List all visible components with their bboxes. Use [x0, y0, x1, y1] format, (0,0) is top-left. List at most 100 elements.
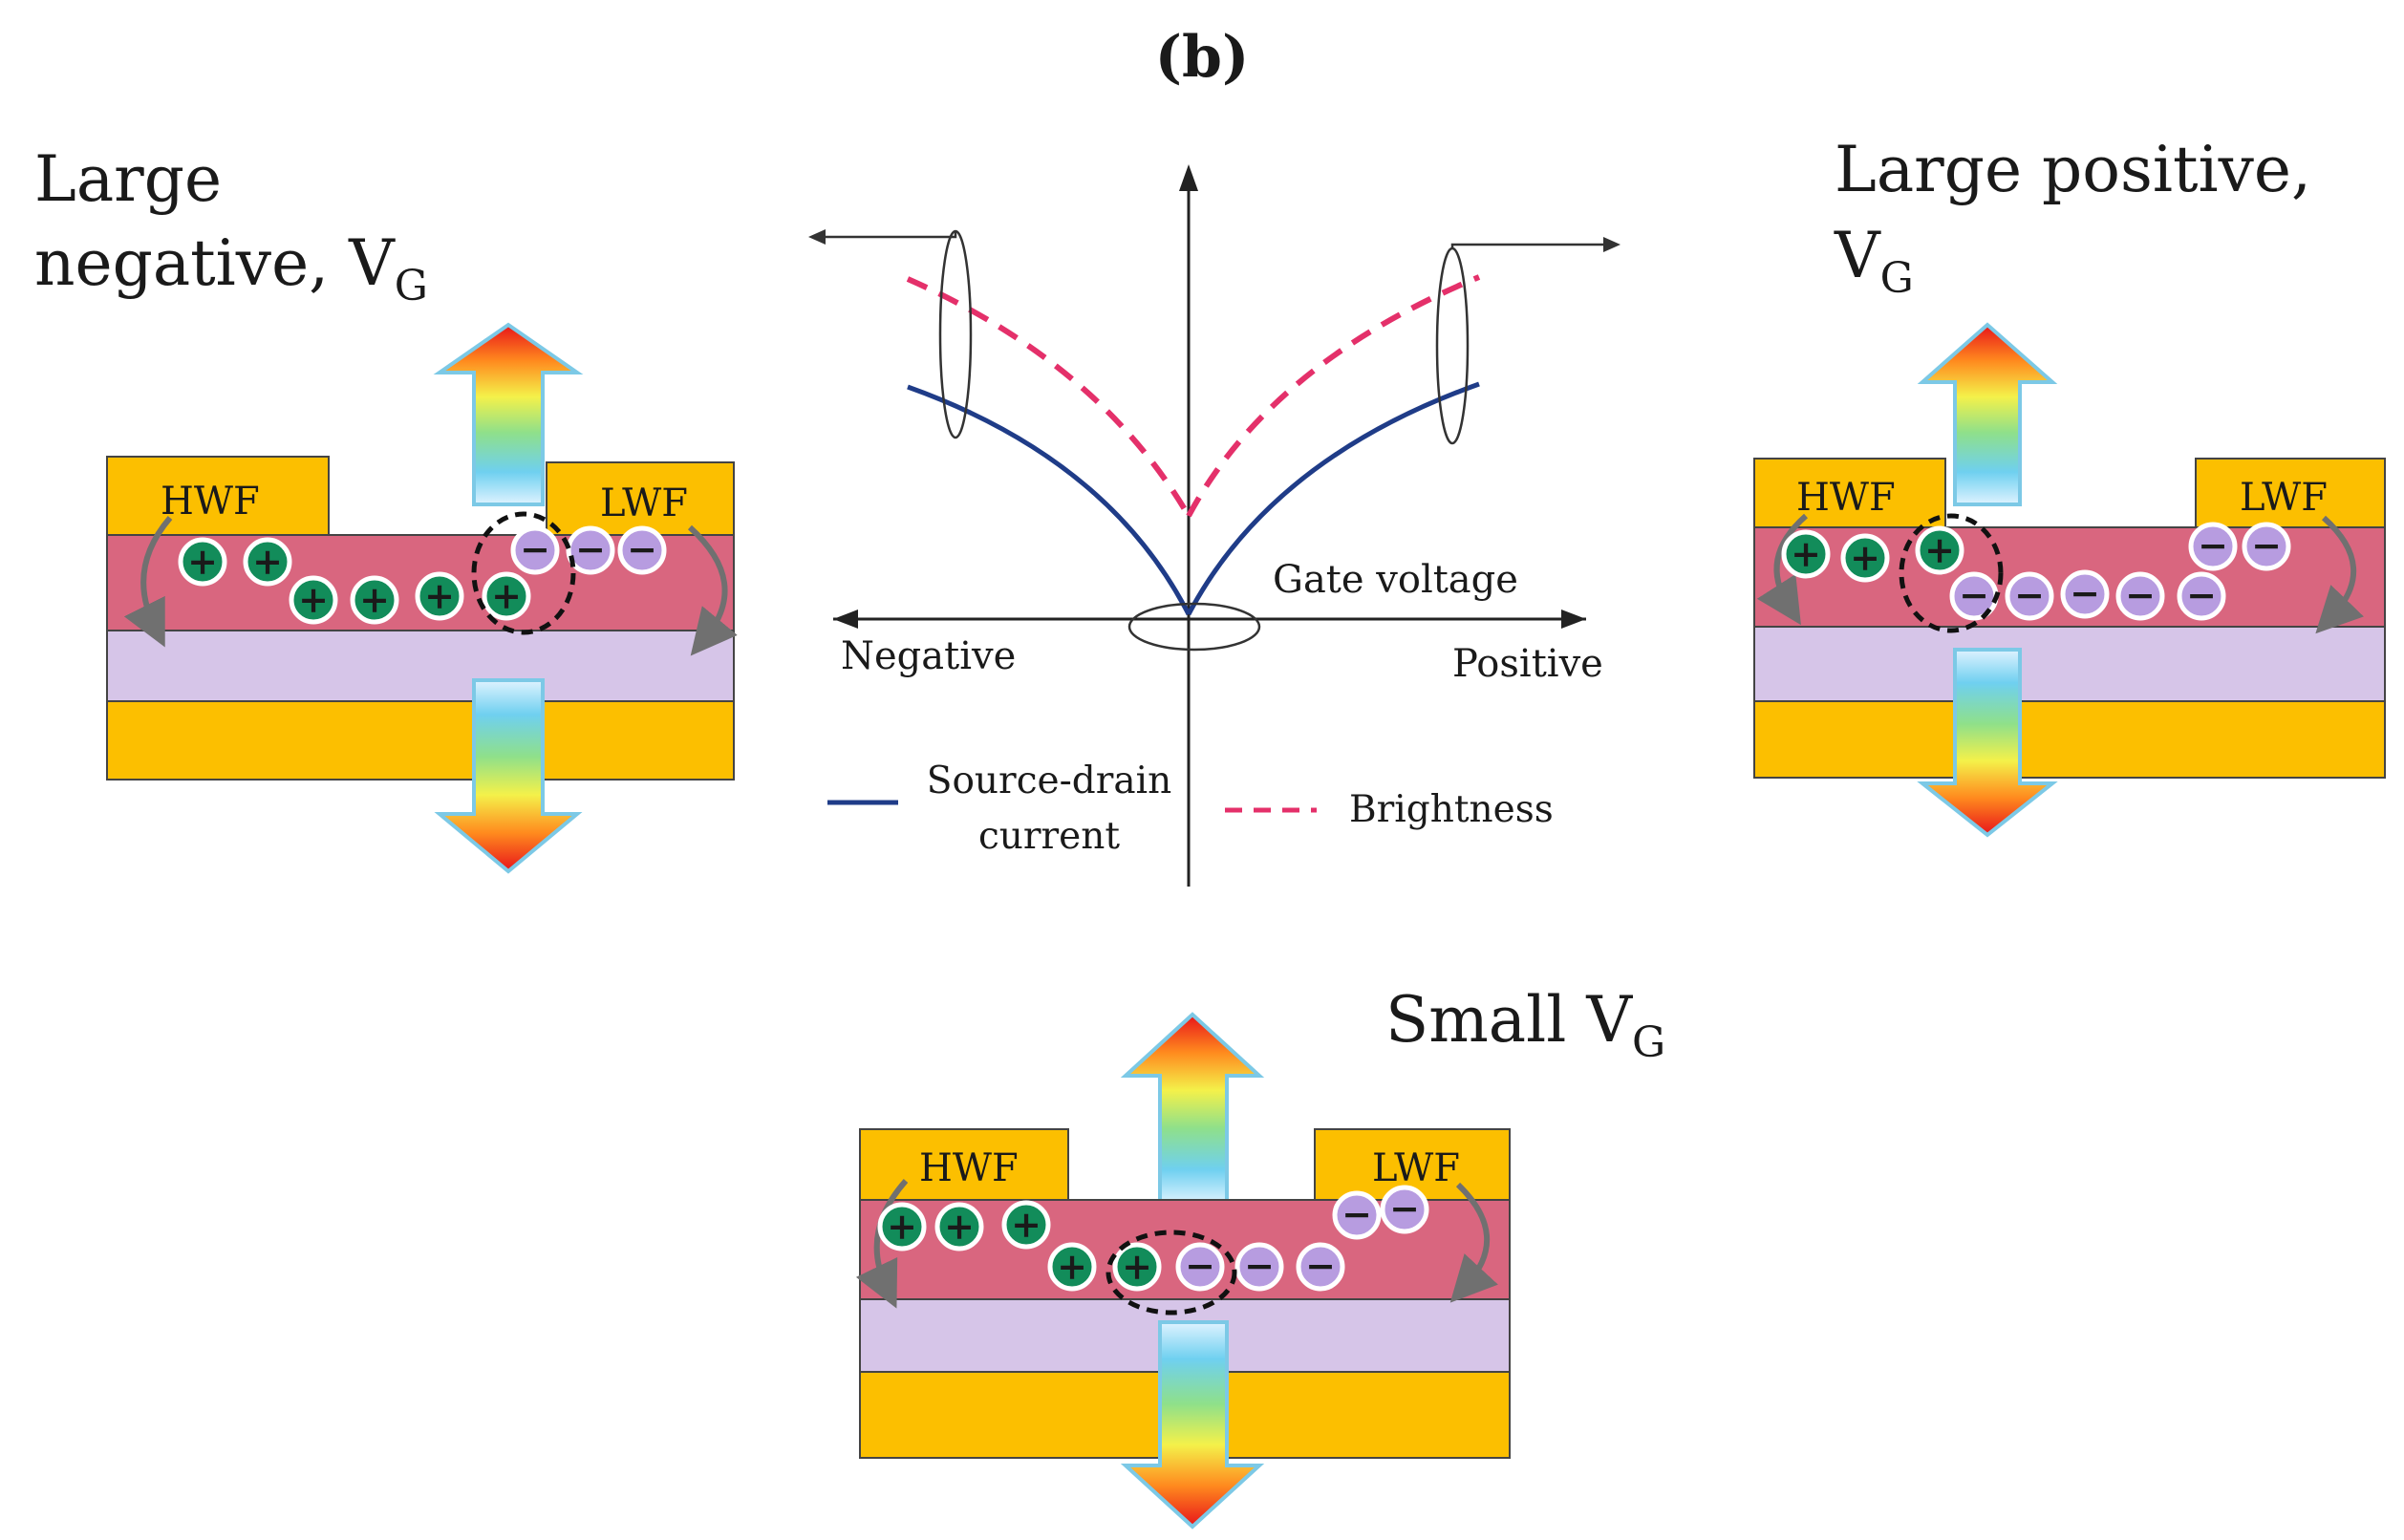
electron: −: [510, 525, 560, 575]
electron: −: [1296, 1242, 1345, 1292]
emission-down-arrow-right: [1917, 648, 2058, 838]
brightness-curve-left: [906, 276, 1191, 518]
device-right-title-line2: VG: [1834, 219, 1914, 303]
electron: −: [2188, 522, 2238, 571]
svg-text:+: +: [944, 1205, 975, 1248]
electron: −: [1949, 571, 1999, 621]
hwf-label-right: HWF: [1796, 476, 1896, 520]
electron: −: [617, 525, 667, 575]
hole: +: [1047, 1242, 1097, 1292]
hole: +: [934, 1202, 984, 1251]
svg-text:+: +: [1122, 1245, 1152, 1288]
electrons-right: − − − − − − −: [1949, 522, 2291, 621]
hole: +: [178, 537, 227, 587]
current-curve-right: [1186, 381, 1480, 616]
current-curve-left: [907, 384, 1191, 616]
electron: −: [1332, 1190, 1382, 1240]
hole-injection-arrow-left: [123, 516, 173, 648]
svg-text:−: −: [2125, 573, 2156, 616]
svg-text:−: −: [2198, 524, 2228, 567]
right-axis-pointer: [1450, 243, 1609, 248]
device-small-vg: Small VG HWF LWF + + + + + − − − − −: [855, 983, 1665, 1529]
origin-marker: [1127, 602, 1261, 652]
hwf-label-left: HWF: [161, 480, 260, 524]
svg-text:+: +: [491, 574, 522, 617]
emission-down-arrow-bottom: [1120, 1320, 1265, 1529]
svg-text:−: −: [2014, 573, 2045, 616]
svg-text:−: −: [1305, 1244, 1336, 1287]
recombination-zone-bottom: [1105, 1230, 1237, 1315]
brightness-curve-right: [1186, 274, 1481, 518]
svg-text:−: −: [1389, 1187, 1420, 1230]
electrons-left: − − −: [510, 525, 667, 575]
x-axis-arrow-left: [833, 610, 858, 629]
left-axis-pointer-head: [808, 229, 826, 245]
electron: −: [566, 525, 615, 575]
panel-label: (b): [1155, 24, 1250, 91]
hole: +: [1112, 1242, 1162, 1292]
svg-text:+: +: [359, 578, 390, 621]
electron: −: [2115, 571, 2165, 621]
lwf-electrode-right: [2195, 458, 2386, 528]
svg-text:−: −: [2186, 573, 2217, 616]
hole: +: [1781, 529, 1831, 579]
svg-text:+: +: [298, 578, 329, 621]
holes-bottom: + + + + +: [877, 1200, 1162, 1292]
svg-text:−: −: [520, 527, 550, 570]
svg-text:+: +: [887, 1205, 917, 1248]
electron: −: [1234, 1242, 1284, 1292]
hole: +: [350, 575, 399, 625]
lwf-label-right: LWF: [2240, 476, 2328, 520]
svg-text:−: −: [1244, 1244, 1275, 1287]
hole-injection-arrow-right: [1756, 513, 1808, 626]
electron: −: [2005, 571, 2054, 621]
x-negative-label: Negative: [841, 634, 1016, 678]
gate-electrode-right: [1753, 700, 2386, 779]
svg-text:+: +: [252, 540, 283, 583]
svg-text:−: −: [1959, 573, 1989, 616]
svg-text:+: +: [424, 574, 455, 617]
emission-up-arrow-left: [433, 322, 584, 506]
svg-text:+: +: [1850, 536, 1880, 579]
emission-up-arrow-right: [1917, 322, 2058, 506]
svg-text:−: −: [627, 527, 657, 570]
svg-text:−: −: [1185, 1244, 1215, 1287]
electron-injection-arrow-bottom: [1449, 1182, 1498, 1303]
hole: +: [1001, 1200, 1051, 1250]
device-bottom-title: Small VG: [1385, 983, 1665, 1067]
left-axis-pointer: [820, 231, 957, 239]
x-positive-label: Positive: [1452, 642, 1603, 686]
recombination-zone-right: [1899, 513, 2004, 633]
lwf-label-bottom: LWF: [1372, 1146, 1460, 1190]
legend-current-label-line1: Source-drain: [927, 759, 1172, 802]
svg-text:+: +: [1057, 1245, 1087, 1288]
device-right-title-line1: Large positive,: [1835, 133, 2311, 206]
recombination-zone-left: [471, 511, 576, 635]
hole: +: [877, 1202, 927, 1251]
electron: −: [1380, 1185, 1429, 1234]
dielectric-layer-right: [1753, 626, 2386, 702]
hwf-electrode-left: [106, 456, 330, 536]
device-left-title-line1: Large: [34, 142, 222, 216]
device-left-title-line2: negative, VG: [34, 226, 428, 310]
svg-text:+: +: [187, 540, 218, 583]
emission-down-arrow-left: [434, 678, 583, 874]
lwf-label-left: LWF: [600, 481, 688, 525]
hole: +: [1840, 533, 1890, 583]
svg-text:+: +: [1791, 532, 1821, 575]
hole-injection-arrow-bottom: [855, 1179, 909, 1309]
svg-text:−: −: [1342, 1192, 1372, 1235]
svg-text:+: +: [1011, 1203, 1041, 1246]
svg-text:+: +: [1924, 528, 1955, 571]
electron: −: [2060, 569, 2110, 619]
legend-current-label-line2: current: [978, 815, 1120, 858]
hwf-electrode-bottom: [859, 1128, 1069, 1201]
electron: −: [1175, 1242, 1225, 1292]
svg-text:−: −: [2070, 571, 2100, 614]
gate-electrode-left: [106, 700, 735, 781]
right-curves-marker: [1435, 246, 1470, 445]
hwf-label-bottom: HWF: [919, 1146, 1019, 1190]
hwf-electrode-right: [1753, 458, 1946, 528]
hole: +: [1915, 525, 1964, 575]
